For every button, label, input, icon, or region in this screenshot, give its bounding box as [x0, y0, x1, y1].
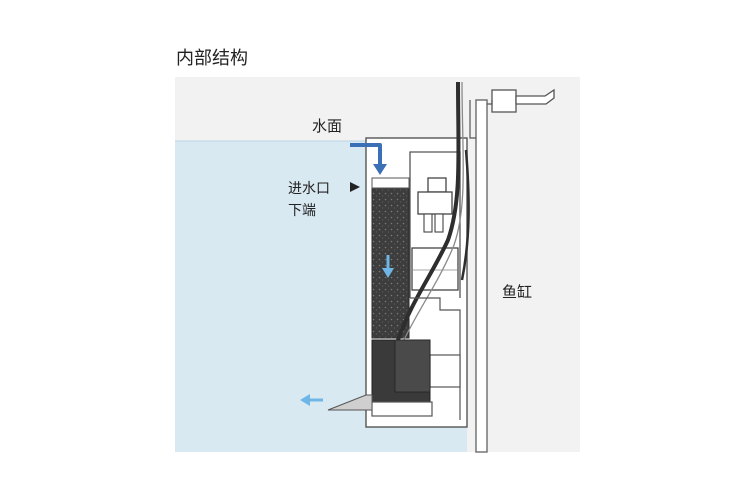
- hanger-arm: [515, 88, 555, 105]
- pump-connector: [423, 213, 433, 233]
- inflow-arrow: [350, 143, 382, 168]
- power-cable-1: [396, 81, 461, 341]
- inner-bracket: [469, 100, 476, 139]
- power-cable-2: [403, 81, 464, 341]
- filter-top-chamber: [409, 151, 461, 298]
- hanger-clip: [491, 89, 517, 113]
- pump-housing-side: [429, 354, 461, 388]
- outflow-arrow-head: [300, 394, 310, 406]
- pump-motor-body: [417, 191, 453, 215]
- sponge-media: [371, 187, 410, 339]
- tank-glass-wall: [475, 99, 488, 453]
- inlet-label-line2: 下端: [288, 203, 316, 219]
- pump-base: [371, 401, 433, 417]
- inlet-label-line1: 进水口: [288, 181, 330, 197]
- sponge-top-gap: [371, 177, 410, 189]
- inlet-bottom-label: 进水口 下端: [288, 178, 330, 222]
- inlet-pointer-icon: [350, 182, 360, 192]
- pump-impeller: [394, 339, 431, 393]
- fish-tank-label: 鱼缸: [502, 283, 533, 301]
- power-cable-3: [460, 149, 470, 281]
- pump-motor-top: [427, 177, 447, 193]
- inflow-arrow-head: [373, 164, 387, 175]
- outlet-spout: [327, 394, 373, 411]
- water-surface-label: 水面: [312, 117, 343, 135]
- diagram-title: 内部结构: [176, 48, 248, 69]
- sponge-flow-arrow-head: [382, 268, 394, 278]
- filter-lower-chamber: [410, 297, 461, 420]
- pump-connector-2: [434, 213, 444, 233]
- hanger-hook: [487, 100, 493, 105]
